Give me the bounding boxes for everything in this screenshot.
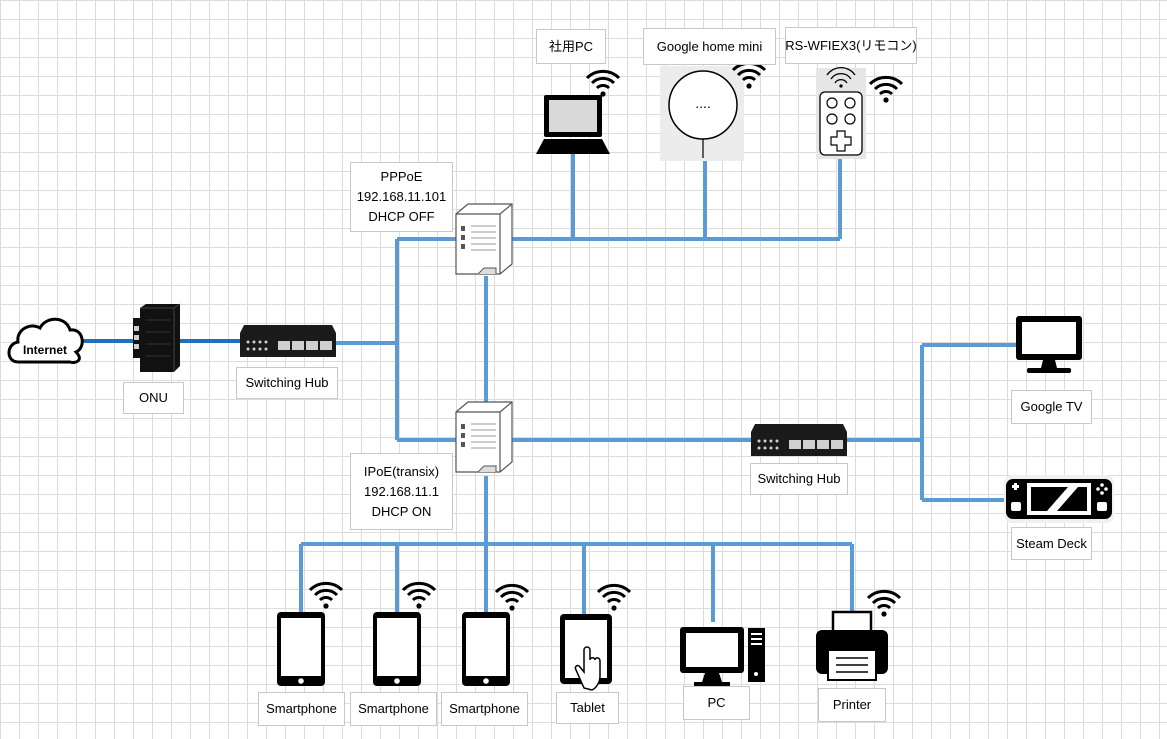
google-home-dots: .... (695, 95, 711, 111)
switching-hub-2-label: Switching Hub (750, 463, 848, 495)
wifi-icon (866, 589, 902, 619)
google-tv-label: Google TV (1011, 390, 1092, 424)
network-links (82, 154, 1016, 622)
smartphone-3-icon (462, 612, 510, 686)
pc-icon (680, 627, 765, 686)
pc-label: PC (683, 686, 750, 720)
printer-icon (816, 610, 888, 681)
router-2-config-label: IPoE(transix) 192.168.11.1 DHCP ON (350, 453, 453, 530)
wifi-icon (494, 583, 530, 613)
router-1-ip: 192.168.11.101 (356, 189, 447, 204)
router-2-dhcp: DHCP ON (371, 503, 432, 519)
printer-label: Printer (818, 688, 886, 722)
switching-hub-1-icon (240, 325, 336, 357)
tablet-icon (560, 614, 612, 691)
smartphone-1-label: Smartphone (258, 692, 345, 726)
wifi-icon (585, 69, 621, 99)
router-1-dhcp: DHCP OFF (368, 209, 435, 224)
router-1-config-label: PPPoE 192.168.11.101 DHCP OFF (350, 162, 453, 232)
smartphone-2-icon (373, 612, 421, 686)
router-2-ip: 192.168.11.1 (364, 483, 439, 499)
wifi-icon (868, 75, 904, 105)
smartphone-2-label: Smartphone (350, 692, 437, 726)
onu-icon (133, 303, 181, 372)
steam-deck-label: Steam Deck (1011, 527, 1092, 560)
router-2-mode: IPoE(transix) (363, 463, 440, 479)
smartphone-1-icon (277, 612, 325, 686)
remote-label: RS-WFIEX3(リモコン) (785, 27, 917, 64)
internet-cloud-icon: Internet (7, 317, 84, 364)
laptop-icon (536, 95, 610, 154)
wifi-icon (401, 581, 437, 611)
router-1-mode: PPPoE (380, 169, 423, 184)
router-1-icon (455, 203, 513, 275)
onu-label: ONU (123, 382, 184, 414)
tablet-label: Tablet (556, 692, 619, 724)
switching-hub-1-label: Switching Hub (236, 367, 338, 399)
google-home-label: Google home mini (643, 28, 776, 65)
monitor-icon (1016, 316, 1082, 373)
remote-control-icon (816, 66, 866, 159)
internet-label: Internet (23, 343, 67, 357)
wifi-icon (308, 581, 344, 611)
google-home-mini-icon: .... (660, 66, 744, 161)
steam-deck-icon (1004, 475, 1114, 523)
router-2-icon (455, 401, 513, 473)
company-pc-label: 社用PC (536, 29, 606, 64)
switching-hub-2-icon (751, 424, 847, 456)
smartphone-3-label: Smartphone (441, 692, 528, 726)
wifi-icon (596, 583, 632, 613)
